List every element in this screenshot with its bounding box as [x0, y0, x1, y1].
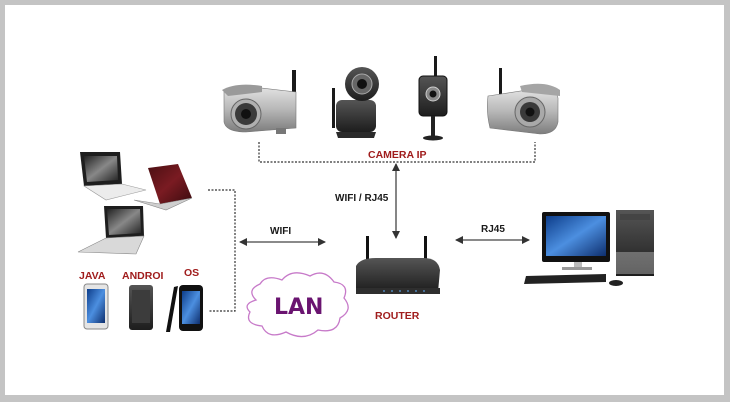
- camera-bullet-right-icon: [487, 68, 560, 135]
- client-link-label: WIFI: [270, 226, 292, 237]
- laptop-toshiba-icon: [133, 164, 193, 211]
- client-bracket-line: [208, 189, 236, 312]
- lan-label: LAN: [274, 295, 324, 320]
- desktop-pc-icon: [524, 210, 654, 286]
- router-icon: [356, 236, 440, 294]
- phone-android-icon: [129, 285, 153, 330]
- lan-cloud-icon: [246, 272, 349, 338]
- camera-ip-label: CAMERA IP: [368, 149, 427, 161]
- camera-dome-icon: [332, 67, 379, 138]
- phone-nokia-icon: [83, 283, 109, 330]
- camera-bullet-left-icon: [222, 70, 297, 134]
- camera-bus-line: [258, 142, 536, 163]
- laptop-silver-icon: [77, 206, 145, 255]
- router-label: ROUTER: [375, 310, 420, 322]
- camera-box-icon: [418, 56, 448, 141]
- phone-os-label-java: JAVA: [79, 270, 106, 282]
- phone-iphone-icon: [166, 285, 203, 332]
- phone-os-label-android: ANDROI: [122, 270, 164, 282]
- laptop-white-icon: [80, 152, 147, 201]
- camera-link-label: WIFI / RJ45: [335, 193, 389, 204]
- pc-link-label: RJ45: [481, 224, 505, 235]
- phone-os-label-ios: OS: [184, 267, 200, 279]
